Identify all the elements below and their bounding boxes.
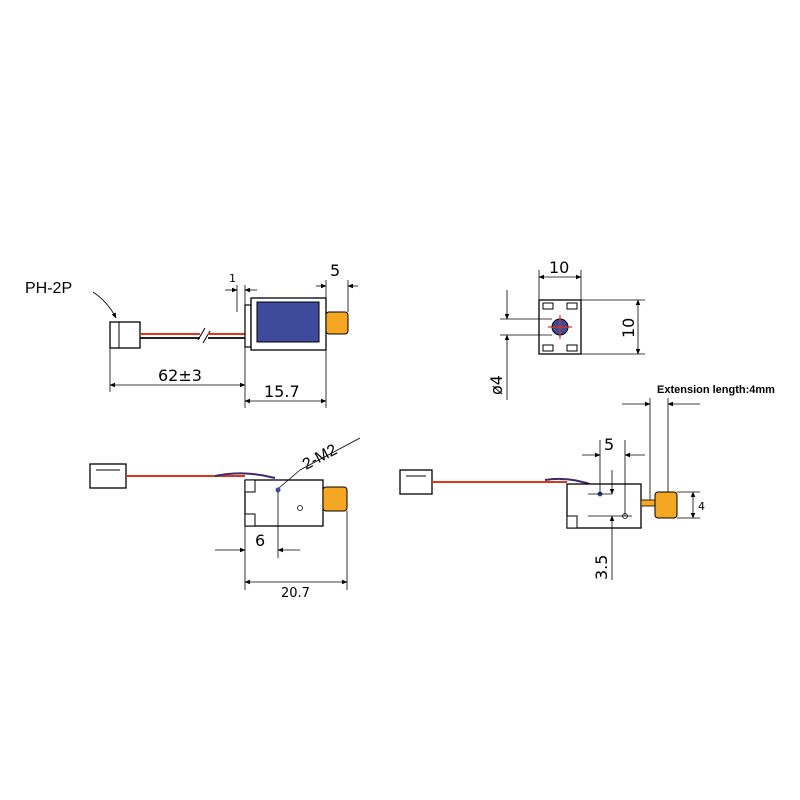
holes-label: 2-M2 [300,441,340,473]
dim-side-hole-spacing: 5 [604,435,614,454]
connector-housing-3 [399,469,433,495]
dim-body-length: 15.7 [264,382,300,401]
dim-cable-length: 62±3 [158,366,202,385]
connector-label: PH-2P [25,280,72,297]
extension-label: Extension length:4mm [657,384,775,396]
wire-dark [214,472,276,479]
dim-top-plunger: 5 [330,261,340,280]
end-view: 10 10 ø4 [487,258,645,400]
dim-extension-value: 4 [698,500,705,513]
side-body [244,479,324,527]
break-mark [197,327,211,344]
dim-end-width: 10 [549,258,569,277]
plunger-3 [654,491,678,519]
side-view: 2-M2 6 20.7 [89,437,361,601]
connector-housing-2 [89,463,127,489]
coil [256,301,320,343]
dim-end-height: 10 [619,318,638,338]
dim-top-gap: 1 [229,272,236,285]
frame-plate [244,304,252,348]
dim-pin-dia: ø4 [487,375,506,395]
dim-hole-offset: 6 [255,531,265,550]
dim-total-length: 20.7 [281,586,310,601]
side-body-2 [566,483,642,529]
top-view: PH-2P 1 5 62±3 15.7 [25,261,358,408]
hole-2 [297,505,303,511]
side-view-extended: Extension length:4mm 4 5 3.5 [399,384,775,580]
plunger [325,311,349,335]
hole-1 [275,487,281,493]
plunger-2 [322,486,348,512]
plunger-shaft [640,499,656,507]
connector-housing [109,321,141,349]
connector-leader [92,291,117,319]
dim-side-hole-height: 3.5 [592,555,611,580]
